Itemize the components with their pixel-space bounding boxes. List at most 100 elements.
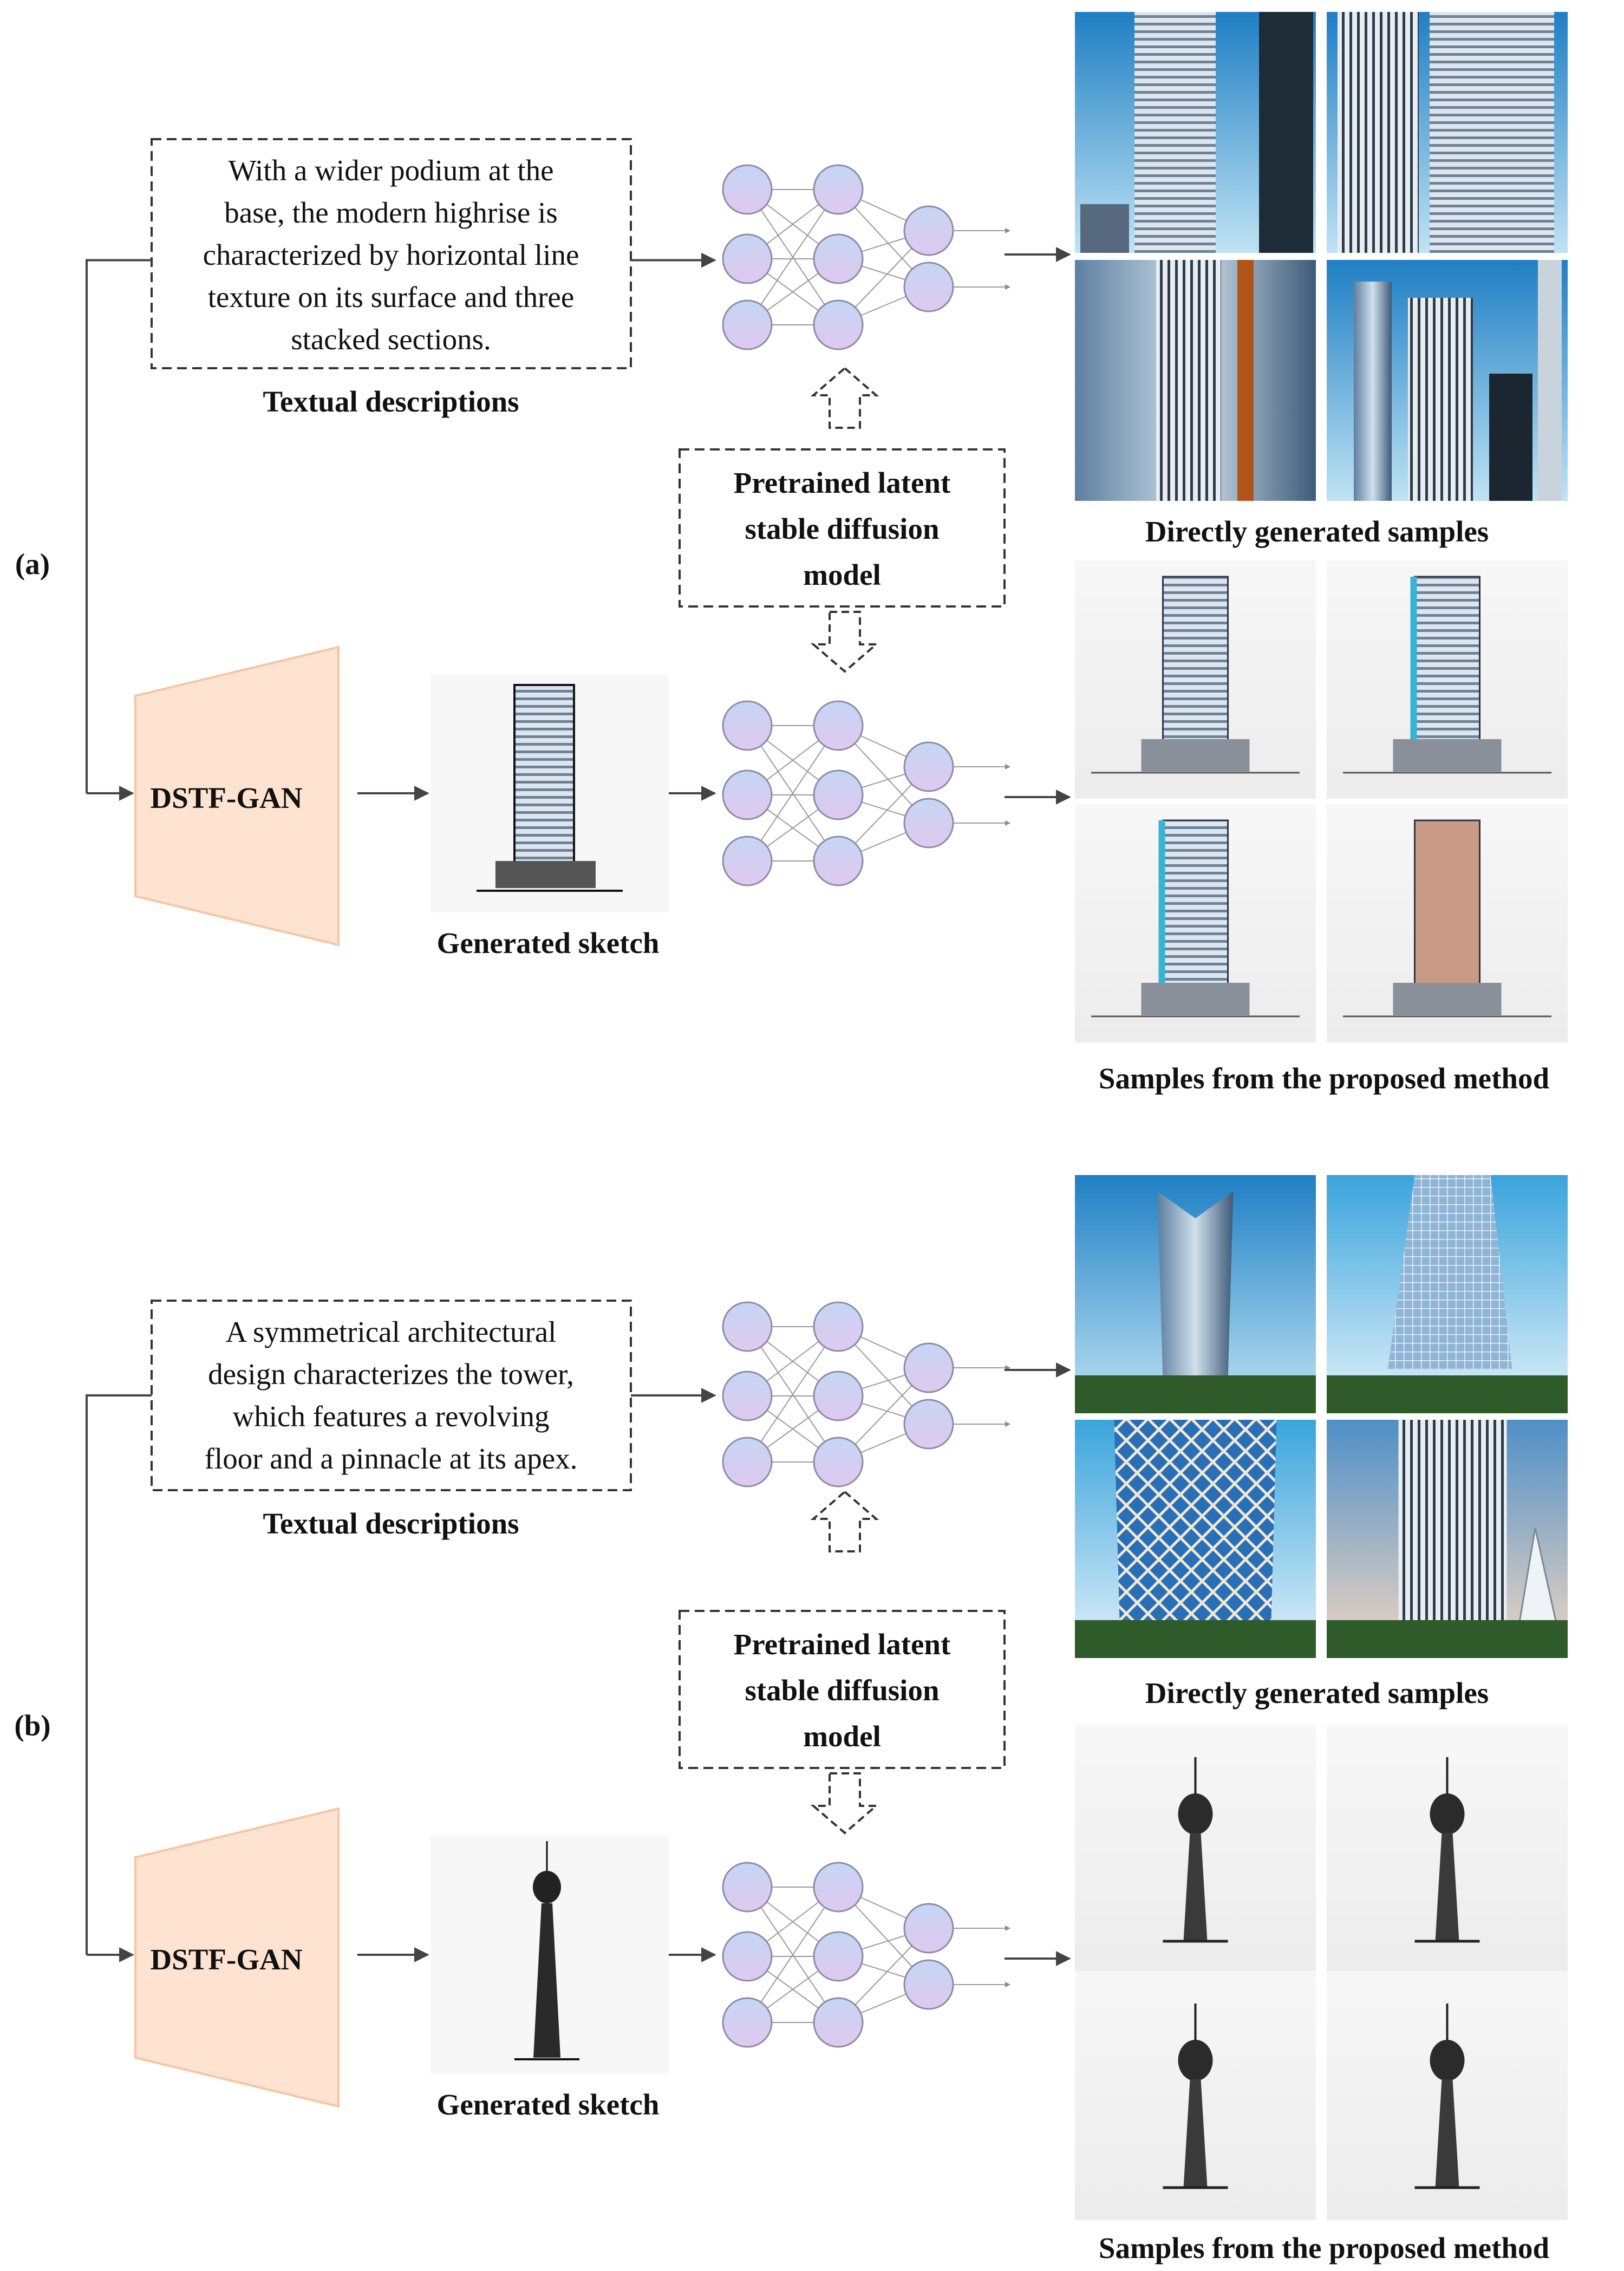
pretrained-model-box [679,1610,1006,1769]
neuron-node [813,1997,864,2048]
tower-accent [1410,577,1417,755]
neuron-node [722,1301,773,1352]
description-line: design characterizes the tower, [208,1358,574,1391]
connector-line [86,259,152,793]
neuron-node [813,299,864,350]
network-edge [747,1326,839,1463]
panel-label: (a) [15,547,50,580]
tower-shape [1414,576,1480,756]
dstf-gan-block: DSTF-GAN [134,1807,340,2108]
neuron-node [903,205,954,256]
tower-accent [1158,820,1165,999]
description-line: With a wider podium at the [228,154,553,187]
proposed-sample-image [1327,560,1568,799]
direct-sample-image [1327,1420,1568,1658]
tower-shaft [1435,1833,1459,1941]
podium-shape [1141,983,1250,1015]
tower-shaft [1435,2079,1459,2188]
sketch-podium [495,861,596,888]
direct-samples-caption: Directly generated samples [1145,515,1489,548]
tower-pod [1430,1793,1465,1835]
neuron-node [903,798,954,849]
neuron-node [722,1997,773,2048]
tower-shape [1162,576,1229,756]
tower-shape [1387,1175,1512,1370]
direct-sample-image [1327,1175,1568,1413]
model-line: Pretrained latent [734,1628,951,1661]
neuron-node [903,1399,954,1450]
direct-sample-image [1075,1175,1316,1413]
proposed-samples-caption: Samples from the proposed method [1099,1062,1549,1095]
network-edges [747,189,1010,325]
dashed-arrow-up [810,1490,879,1552]
generated-sketch-caption: Generated sketch [437,2088,660,2121]
model-line: model [803,558,881,591]
bottom-diffusion-network [722,700,1010,886]
tower-shape [1080,204,1129,253]
neuron-node [722,700,773,751]
panel-a: (a) With a wider podium at the base, the m… [15,12,1568,1095]
textual-descriptions-caption: Textual descriptions [263,385,519,418]
gan-label: DSTF-GAN [150,1943,302,1976]
description-line: which features a revolving [233,1400,550,1433]
tree-line [1327,1375,1568,1413]
description-line: stacked sections. [291,323,491,356]
tower-pod [1178,2040,1213,2081]
neuron-node [813,1931,864,1982]
tower-shape [1489,374,1532,501]
neuron-node [722,233,773,284]
tower-shape [1259,12,1313,253]
direct-sample-image [1075,12,1316,253]
neuron-node [813,1862,864,1913]
podium-shape [1393,739,1502,772]
dstf-gan-block: DSTF-GAN [134,645,340,947]
tree-line [1075,1620,1316,1658]
description-line: base, the modern highrise is [224,196,558,229]
network-edges [747,725,1010,862]
model-line: stable diffusion [745,512,939,545]
proposed-sample-image [1075,804,1316,1042]
text-description-box [151,1300,632,1491]
description-line: floor and a pinnacle at its apex. [205,1442,578,1475]
gan-label: DSTF-GAN [150,781,302,814]
neuron-node [813,1371,864,1421]
neuron-node [722,1931,773,1982]
neuron-node [813,1301,864,1352]
model-line: stable diffusion [745,1674,939,1707]
tower-pod [1178,1793,1213,1835]
network-edge [747,189,839,325]
description-line: texture on its surface and three [208,280,575,314]
gan-trapezoid [134,1807,340,2108]
model-line: Pretrained latent [734,466,951,499]
tree-line [1327,1620,1568,1658]
tower-shaft [1183,1833,1208,1941]
neuron-node [813,836,864,886]
proposed-sample-image [1075,560,1316,799]
tower-shape [1157,1191,1234,1381]
tower-shape [1538,260,1562,501]
podium-shape [1393,983,1502,1015]
dashed-arrow-down [810,611,879,673]
sketch-tower [513,684,575,865]
generated-sketch-image [431,674,669,912]
neuron-node [813,1437,864,1487]
neuron-node [903,1959,954,2010]
proposed-sample-image [1327,804,1568,1042]
pretrained-model-box [679,448,1006,608]
neuron-node [903,741,954,792]
neuron-node [722,769,773,820]
direct-sample-image [1327,260,1568,501]
generated-sketch-caption: Generated sketch [437,926,660,960]
neuron-node [813,769,864,820]
neuron-node [903,262,954,312]
network-edges [747,1887,1010,2023]
network-edges [747,1326,1010,1463]
connector-line [86,1394,152,1955]
text-description-box [151,138,632,369]
sketch-shaft [533,1903,560,2058]
tower-shape [1414,819,1480,1000]
bottom-diffusion-network [722,1862,1010,2048]
tower-shape [1237,260,1254,501]
gan-trapezoid [134,645,340,947]
